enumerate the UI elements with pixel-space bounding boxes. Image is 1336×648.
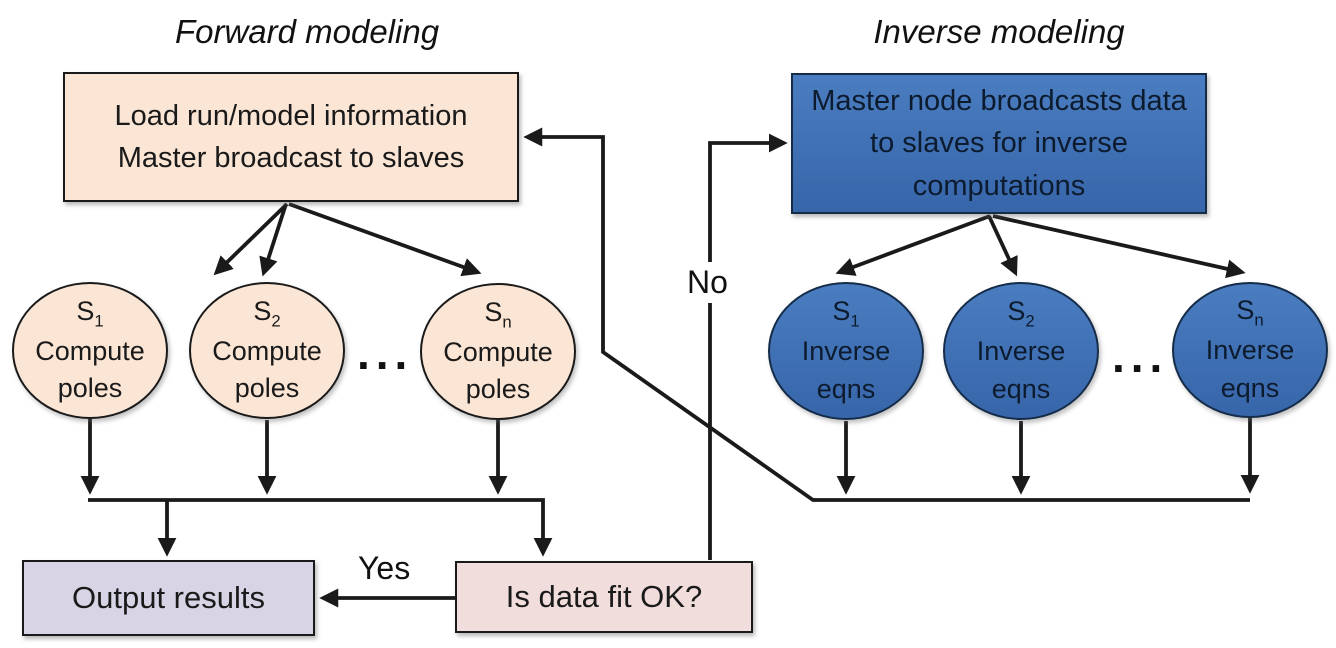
- edge-return-to-forward: [523, 127, 1250, 502]
- inverse-slave-1-circle: S1 Inverse eqns: [768, 282, 924, 420]
- output-results-box: Output results: [22, 560, 315, 636]
- inverse-master-line-3: computations: [912, 169, 1086, 202]
- decision-label: Is data fit OK?: [505, 579, 703, 614]
- inverse-slave-n-circle: Sn Inverse eqns: [1172, 282, 1328, 418]
- edge-bar-to-decision: [88, 498, 553, 557]
- inverse-master-line-2: to slaves for inverse: [870, 127, 1128, 160]
- yes-label: Yes: [358, 550, 411, 586]
- slave-task-line1: Inverse: [976, 336, 1066, 367]
- slave-symbol: S: [253, 295, 272, 326]
- slave-task-line2: eqns: [1220, 372, 1280, 403]
- forward-ellipsis: ...: [357, 327, 414, 379]
- forward-slave-1-circle: S1 Compute poles: [12, 282, 168, 419]
- forward-master-box: Load run/model information Master broadc…: [63, 72, 519, 202]
- inverse-master-line-1: Master node broadcasts data: [811, 85, 1187, 118]
- forward-master-line-1: Load run/model information: [114, 99, 468, 132]
- slave-subscript: 2: [1025, 311, 1035, 331]
- slave-subscript: n: [502, 312, 512, 332]
- forward-modeling-title: Forward modeling: [174, 13, 440, 50]
- inverse-slave-2-circle: S2 Inverse eqns: [943, 282, 1099, 420]
- slave-subscript: n: [1254, 310, 1264, 330]
- slave-task-line2: eqns: [991, 373, 1051, 404]
- forward-slave-n-circle: Sn Compute poles: [420, 283, 576, 420]
- slave-subscript: 1: [94, 311, 104, 331]
- slave-symbol: S: [832, 296, 851, 327]
- slave-task-line2: poles: [465, 374, 531, 405]
- inverse-master-box: Master node broadcasts data to slaves fo…: [791, 73, 1207, 214]
- slave-symbol: S: [1007, 296, 1026, 327]
- edge-inverse-to-sn: [992, 214, 1246, 279]
- slave-symbol: S: [1236, 295, 1255, 326]
- slave-task-line1: Compute: [212, 335, 322, 366]
- slave-task-line1: Compute: [443, 336, 553, 367]
- slave-subscript: 2: [271, 311, 281, 331]
- inverse-modeling-title: Inverse modeling: [873, 13, 1125, 50]
- edge-no-loop: [708, 133, 788, 560]
- edge-inverse-to-s1: [835, 214, 991, 276]
- output-results-label: Output results: [72, 580, 265, 615]
- slave-task-line1: Compute: [35, 335, 145, 366]
- forward-master-line-2: Master broadcast to slaves: [117, 142, 465, 174]
- no-label: No: [682, 262, 733, 303]
- edge-forward-to-sn: [288, 202, 482, 277]
- forward-slave-2-circle: S2 Compute poles: [189, 282, 345, 419]
- edge-forward-to-s1: [213, 202, 289, 276]
- slave-task-line1: Inverse: [1205, 335, 1295, 366]
- edge-inverse-to-s2: [987, 215, 1018, 277]
- edge-forward-to-s2: [259, 203, 288, 277]
- slave-task-line2: poles: [57, 373, 123, 404]
- slave-task-line2: poles: [234, 373, 300, 404]
- slave-subscript: 1: [850, 311, 860, 331]
- slave-symbol: S: [484, 296, 503, 327]
- inverse-ellipsis: ...: [1112, 330, 1169, 382]
- decision-box: Is data fit OK?: [455, 561, 753, 633]
- slave-task-line2: eqns: [816, 373, 876, 404]
- slave-symbol: S: [76, 295, 95, 326]
- slave-task-line1: Inverse: [801, 336, 891, 367]
